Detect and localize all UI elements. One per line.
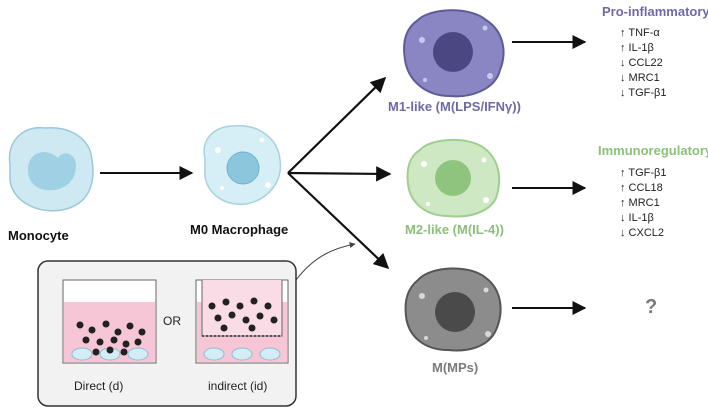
m2-marker: ↑ MRC1 xyxy=(620,197,660,209)
m2-like-cell xyxy=(406,138,501,218)
indirect-label: indirect (id) xyxy=(208,379,268,393)
arrow-inset-to-m0 xyxy=(295,242,356,281)
m2-like-label: M2-like (M(IL-4)) xyxy=(405,222,504,237)
mps-cell xyxy=(404,267,502,352)
direct-well xyxy=(62,279,157,364)
m2-profile-title: Immunoregulatory xyxy=(598,143,708,158)
or-label: OR xyxy=(163,314,181,328)
monocyte-cell xyxy=(8,126,94,212)
m1-profile-title: Pro-inflammatory xyxy=(602,4,708,19)
direct-label: Direct (d) xyxy=(74,379,124,393)
m0-macrophage-cell xyxy=(203,125,282,206)
arrow-m0-to-m2 xyxy=(287,166,392,182)
m1-marker: ↓ CCL22 xyxy=(620,57,663,69)
m1-marker: ↓ TGF-β1 xyxy=(620,87,667,99)
m2-marker-list: ↑ TGF-β1 ↑ CCL18 ↑ MRC1 ↓ IL-1β ↓ CXCL2 xyxy=(620,166,666,241)
m1-marker: ↓ MRC1 xyxy=(620,72,660,84)
m1-marker: ↑ IL-1β xyxy=(620,42,654,54)
monocyte-label: Monocyte xyxy=(8,228,69,243)
m1-like-label: M1-like (M(LPS/IFNγ)) xyxy=(388,99,521,114)
m1-marker: ↑ TNF-α xyxy=(620,27,660,39)
m2-marker: ↓ CXCL2 xyxy=(620,227,665,239)
m1-marker-list: ↑ TNF-α ↑ IL-1β ↓ CCL22 ↓ MRC1 ↓ TGF-β1 xyxy=(620,26,666,101)
arrow-m0-to-mps xyxy=(287,172,390,270)
m1-like-cell xyxy=(403,9,505,98)
m2-marker: ↓ IL-1β xyxy=(620,212,654,224)
mps-label: M(MPs) xyxy=(432,360,479,375)
m2-marker: ↑ CCL18 xyxy=(620,182,663,194)
mps-unknown-result: ? xyxy=(645,296,658,318)
arrow-m0-to-m1 xyxy=(287,76,387,174)
indirect-well xyxy=(195,279,289,364)
m2-marker: ↑ TGF-β1 xyxy=(620,167,667,179)
m0-macrophage-label: M0 Macrophage xyxy=(190,222,289,237)
